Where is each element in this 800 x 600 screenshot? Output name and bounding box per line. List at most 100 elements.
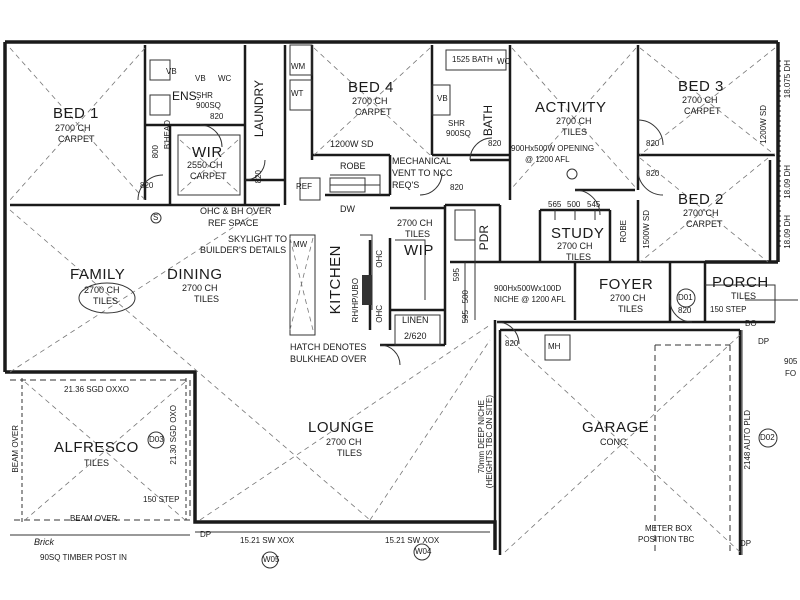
smoke-alarm-1 bbox=[150, 212, 162, 224]
alfresco-finish: TILES bbox=[84, 458, 110, 468]
porch-title: PORCH bbox=[712, 274, 769, 291]
door-width-3: 820 bbox=[450, 183, 464, 192]
porch-finish: TILES bbox=[731, 291, 757, 301]
bulkhead: B'HEAD bbox=[163, 120, 172, 150]
dim-500: 500 bbox=[567, 200, 581, 209]
manhole: MH bbox=[548, 342, 561, 351]
family-ch-mark bbox=[78, 282, 136, 314]
niche-note-2: NICHE @ 1200 AFL bbox=[494, 295, 566, 304]
dim-595a: 595 bbox=[452, 268, 461, 282]
bed4-finish: CARPET bbox=[355, 107, 392, 117]
dim-595b: 595 bbox=[461, 310, 470, 324]
door-width-9: 820 bbox=[140, 181, 154, 190]
bed2-sd: 1500W SD bbox=[642, 210, 651, 249]
opening-note-2: @ 1200 AFL bbox=[525, 155, 570, 164]
dim-545: 545 bbox=[587, 200, 601, 209]
family-finish: TILES bbox=[93, 296, 119, 306]
study-robe: ROBE bbox=[619, 220, 628, 243]
bath-shower-size: 900SQ bbox=[446, 129, 471, 138]
sink-icon bbox=[329, 177, 366, 193]
beam-over-horizontal: BEAM OVER bbox=[70, 514, 118, 523]
linen: LINEN bbox=[402, 315, 429, 325]
sgd-top: 21.36 SGD OXXO bbox=[64, 385, 129, 394]
bath-vanity: VB bbox=[437, 94, 448, 103]
beam-over-vertical: BEAM OVER bbox=[11, 425, 20, 473]
dishwasher: DW bbox=[340, 204, 355, 214]
bath-wc: WC bbox=[497, 57, 511, 66]
activity-ch: 2700 CH bbox=[556, 116, 592, 126]
ceiling-diagonals bbox=[9, 47, 776, 553]
skylight-note-2: BUILDER'S DETAILS bbox=[200, 245, 287, 255]
ens-vanity-2: VB bbox=[195, 74, 206, 83]
wir-title: WIR bbox=[192, 144, 223, 161]
overhead-cupboard: OHC bbox=[375, 250, 384, 268]
hatch-note-2: BULKHEAD OVER bbox=[290, 354, 367, 364]
wip-title: WIP bbox=[404, 242, 434, 259]
ens-shower-size: 900SQ bbox=[196, 101, 221, 110]
meter-box-2: POSITION TBC bbox=[638, 535, 695, 544]
lounge-finish: TILES bbox=[337, 448, 363, 458]
wip-ch: 2700 CH bbox=[397, 218, 433, 228]
fo-note: FO bbox=[785, 369, 797, 378]
alfresco-title: ALFRESCO bbox=[54, 439, 139, 456]
downpipe-2: DP bbox=[758, 337, 770, 346]
ens-vanity-1: VB bbox=[166, 67, 177, 76]
dim-565: 565 bbox=[548, 200, 562, 209]
niche-vertical-2: (HEIGHTS TBC ON SITE) bbox=[485, 395, 494, 489]
bed4-sd: 1200W SD bbox=[330, 139, 374, 149]
meter-box-1: METER BOX bbox=[645, 524, 693, 533]
door-width-800: 800 bbox=[151, 145, 160, 159]
door-width-1: 820 bbox=[646, 139, 660, 148]
downpipe-3: DP bbox=[740, 539, 752, 548]
overhead-cupboard-2: OHC bbox=[375, 305, 384, 323]
sw-right: 15.21 SW XOX bbox=[385, 536, 440, 545]
smoke-alarm-2 bbox=[566, 168, 578, 180]
bo-note: BO bbox=[745, 319, 757, 328]
detail-lines bbox=[10, 44, 798, 555]
activity-finish: TILES bbox=[562, 127, 588, 137]
ohc-bh-note-2: REF SPACE bbox=[208, 218, 259, 228]
hatch-note-1: HATCH DENOTES bbox=[290, 342, 367, 352]
porch-step: 150 STEP bbox=[710, 305, 747, 314]
pdr-title: PDR bbox=[477, 225, 491, 251]
bed3-finish: CARPET bbox=[684, 106, 721, 116]
mech-vent-3: REQ'S bbox=[392, 180, 420, 190]
foyer-title: FOYER bbox=[599, 276, 654, 293]
window-18075: 18.075 DH bbox=[783, 60, 792, 99]
door-width-5: 820 bbox=[505, 339, 519, 348]
downpipe-1: DP bbox=[200, 530, 212, 539]
bed4-title: BED 4 bbox=[348, 79, 394, 96]
door-width-4: 820 bbox=[488, 139, 502, 148]
garage-title: GARAGE bbox=[582, 419, 650, 436]
bed1-finish: CARPET bbox=[58, 134, 95, 144]
dim-500b: 500 bbox=[461, 290, 470, 304]
wir-ch: 2550 CH bbox=[187, 160, 223, 170]
niche-note-1: 900Hx500Wx100D bbox=[494, 284, 562, 293]
ref-space: REF bbox=[296, 182, 312, 191]
ens-shower: SHR bbox=[196, 91, 213, 100]
alfresco-step: 150 STEP bbox=[143, 495, 180, 504]
washing-machine: WM bbox=[291, 62, 306, 71]
laundry-title: LAUNDRY bbox=[252, 80, 266, 138]
mech-vent-2: VENT TO NCC bbox=[392, 168, 453, 178]
window-w05: W05 bbox=[263, 555, 280, 564]
ens-wc: WC bbox=[218, 74, 232, 83]
door-width-8: 820 bbox=[254, 170, 263, 184]
sgd-side: 21.30 SGD OXO bbox=[169, 405, 178, 465]
skylight-note-1: SKYLIGHT TO bbox=[228, 234, 288, 244]
exterior-walls bbox=[3, 40, 780, 550]
dim-905: 905 bbox=[784, 357, 798, 366]
door-width-6: 820 bbox=[678, 306, 692, 315]
bed3-title: BED 3 bbox=[678, 78, 724, 95]
lounge-title: LOUNGE bbox=[308, 419, 375, 436]
d03-marker bbox=[147, 431, 165, 449]
d02-marker bbox=[758, 428, 778, 448]
door-d03: D03 bbox=[149, 435, 164, 444]
door-width-2: 820 bbox=[646, 169, 660, 178]
family-ch: 2700 CH bbox=[84, 285, 120, 295]
bath-1525: 1525 BATH bbox=[452, 55, 493, 64]
d01-marker bbox=[676, 288, 696, 308]
foyer-ch: 2700 CH bbox=[610, 293, 646, 303]
study-ch: 2700 CH bbox=[557, 241, 593, 251]
